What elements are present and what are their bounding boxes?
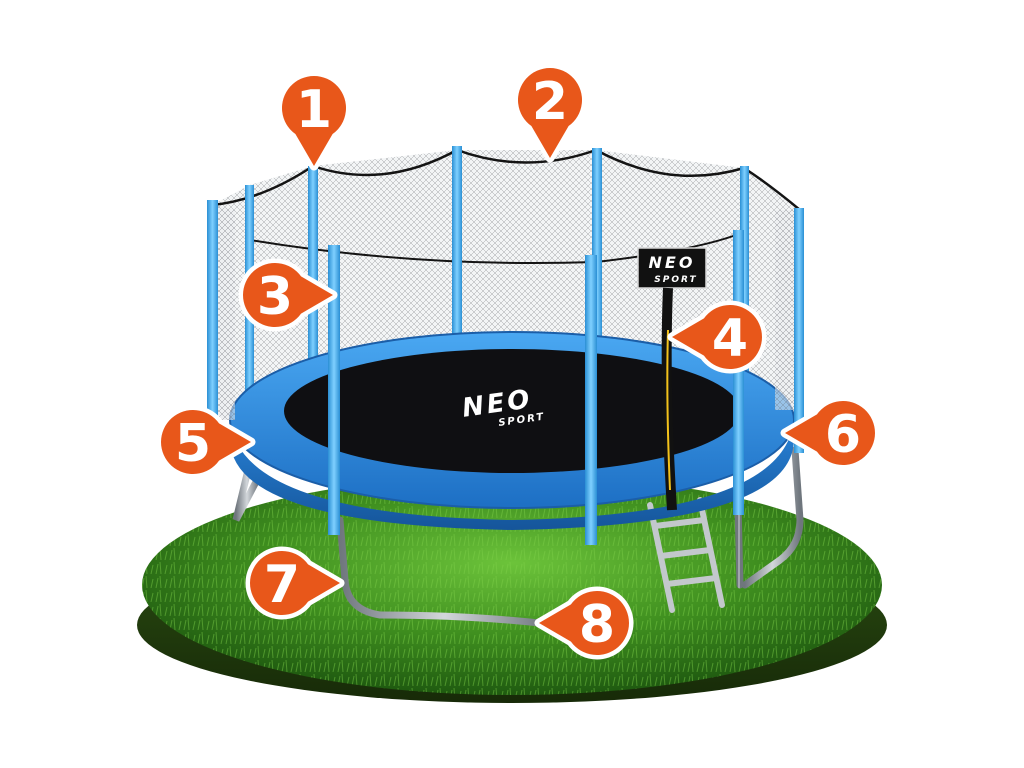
callout-marker-4: 4 — [667, 300, 767, 374]
svg-text:NEO: NEO — [649, 253, 696, 272]
callout-marker-1: 1 — [277, 71, 351, 171]
callout-marker-pin — [161, 409, 251, 474]
callout-marker-number: 3 — [257, 267, 293, 327]
callout-marker-number: 2 — [532, 72, 568, 132]
callout-marker-6: 6 — [780, 396, 880, 470]
callout-marker-pin — [672, 305, 762, 369]
callout-marker-3: 3 — [238, 258, 338, 332]
svg-text:SPORT: SPORT — [654, 275, 697, 285]
callout-marker-number: 6 — [825, 405, 861, 465]
callout-marker-number: 5 — [175, 414, 211, 474]
grass-disc — [137, 475, 887, 703]
callout-marker-pin — [250, 551, 340, 615]
callout-marker-pin — [539, 591, 629, 655]
callout-marker-2: 2 — [513, 63, 587, 163]
trampoline-ladder — [647, 497, 725, 613]
callout-marker-7: 7 — [245, 546, 345, 620]
callout-marker-5: 5 — [156, 405, 256, 479]
callout-marker-pin — [785, 401, 875, 465]
callout-marker-number: 7 — [264, 555, 300, 615]
callout-marker-number: 4 — [712, 309, 748, 369]
frame-legs — [232, 446, 804, 628]
jumping-mat: NEO SPORT — [284, 349, 740, 473]
callout-marker-pin — [282, 76, 346, 166]
callout-marker-number: 8 — [579, 595, 615, 655]
callout-marker-pin — [243, 263, 333, 327]
callout-marker-pin — [518, 68, 582, 158]
callout-marker-8: 8 — [534, 586, 634, 660]
net-entrance-zip — [661, 287, 677, 511]
callout-marker-number: 1 — [296, 80, 332, 140]
neo-sport-net-logo: NEO SPORT — [637, 247, 707, 289]
callout-markers: 1 2 3 4 5 6 7 8 — [156, 63, 880, 660]
